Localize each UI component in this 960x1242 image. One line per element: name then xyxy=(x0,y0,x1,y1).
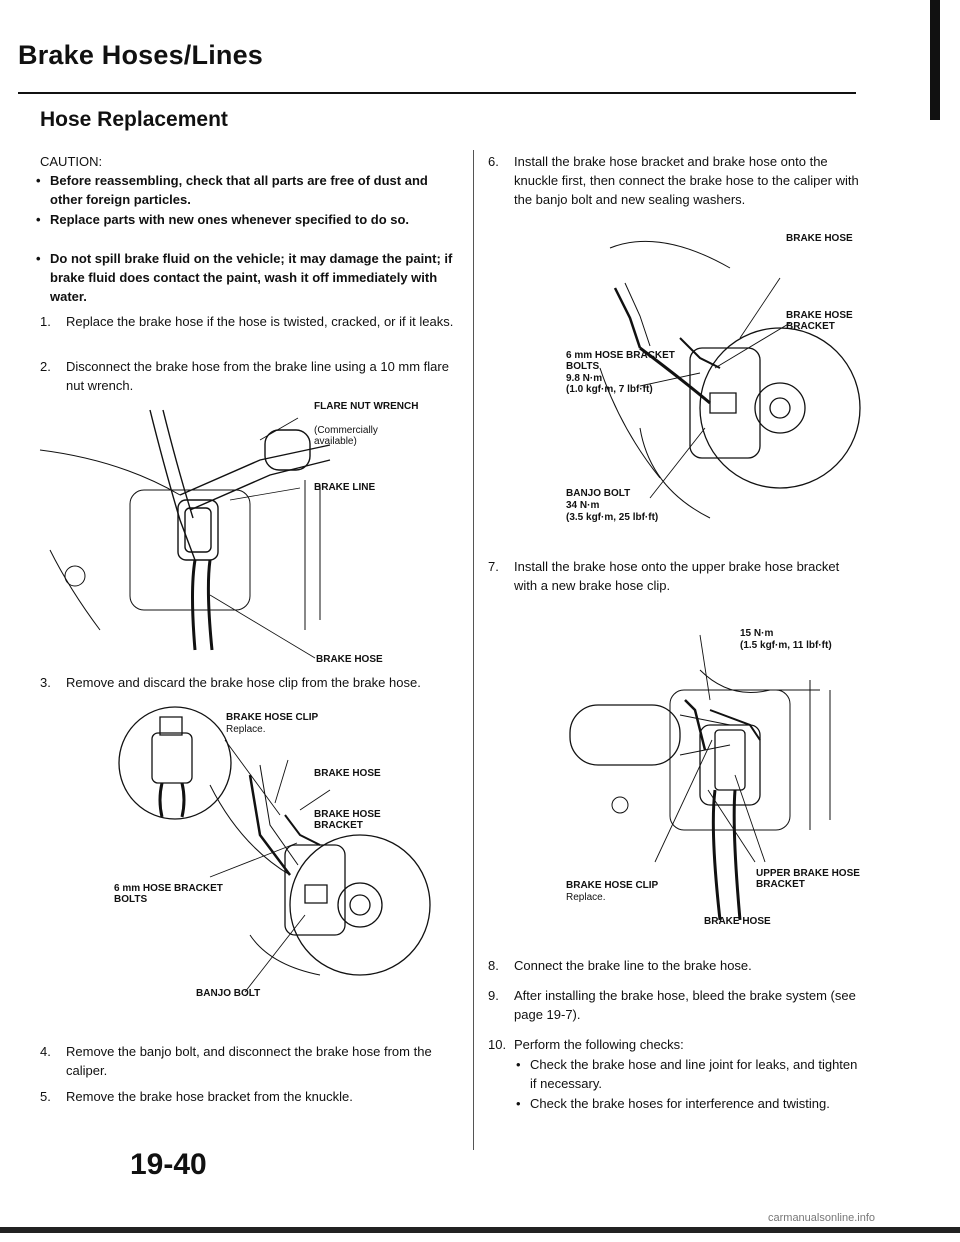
step-number: 5. xyxy=(40,1089,51,1104)
check-item-text: Check the brake hose and line joint for … xyxy=(530,1057,858,1091)
label-bolts-torque: 9.8 N·m xyxy=(566,373,603,384)
caution-item: •Before reassembling, check that all par… xyxy=(36,173,428,207)
step-9: 9. After installing the brake hose, blee… xyxy=(488,986,860,1024)
step-text: Replace the brake hose if the hose is tw… xyxy=(66,314,454,329)
label-bolts-torque-alt: (1.0 kgf·m, 7 lbf·ft) xyxy=(566,384,653,395)
figure-flare-nut-wrench xyxy=(30,400,470,650)
label-brake-hose: BRAKE HOSE xyxy=(316,654,383,665)
caution-item-text: Do not spill brake fluid on the vehicle;… xyxy=(50,251,453,304)
step-text: Connect the brake line to the brake hose… xyxy=(514,958,752,973)
label-banjo-torque-alt: (3.5 kgf·m, 25 lbf·ft) xyxy=(566,512,659,523)
step-text: Install the brake hose onto the upper br… xyxy=(514,559,840,593)
label-replace: Replace. xyxy=(226,724,266,735)
step-5: 5. Remove the brake hose bracket from th… xyxy=(40,1087,456,1106)
step-4: 4. Remove the banjo bolt, and disconnect… xyxy=(40,1042,456,1080)
figure-hose-clip-removal xyxy=(100,705,450,1005)
step-3: 3. Remove and discard the brake hose cli… xyxy=(40,673,456,692)
section-title: Hose Replacement xyxy=(40,108,228,131)
step-1: 1. Replace the brake hose if the hose is… xyxy=(40,312,456,331)
step-text: Remove the brake hose bracket from the k… xyxy=(66,1089,353,1104)
label-banjo-torque: 34 N·m xyxy=(566,500,600,511)
step-number: 2. xyxy=(40,359,51,374)
step-text: Remove and discard the brake hose clip f… xyxy=(66,675,421,690)
label-brake-hose-clip: BRAKE HOSE CLIP xyxy=(226,712,319,723)
label-brake-hose-bracket: BRAKE HOSE BRACKET xyxy=(314,809,381,831)
step-number: 8. xyxy=(488,958,499,973)
step-number: 4. xyxy=(40,1044,51,1059)
label-brake-hose-clip: BRAKE HOSE CLIP xyxy=(566,880,659,891)
label-brake-hose: BRAKE HOSE xyxy=(704,916,771,927)
label-hose-bracket-bolts: 6 mm HOSE BRACKET BOLTS xyxy=(114,883,223,905)
caution-item-text: Replace parts with new ones whenever spe… xyxy=(50,212,410,227)
caution-item: •Do not spill brake fluid on the vehicle… xyxy=(36,251,453,304)
step-number: 9. xyxy=(488,988,499,1003)
caution-item-text: Before reassembling, check that all part… xyxy=(50,173,428,207)
step-text: After installing the brake hose, bleed t… xyxy=(514,988,856,1022)
step-7: 7. Install the brake hose onto the upper… xyxy=(488,557,860,595)
bottom-rule xyxy=(0,1227,960,1233)
step-10: 10. Perform the following checks: xyxy=(488,1035,860,1054)
label-brake-hose: BRAKE HOSE xyxy=(314,768,381,779)
page-tab-marker xyxy=(930,0,940,120)
check-item: •Check the brake hose and line joint for… xyxy=(516,1057,858,1091)
step-number: 3. xyxy=(40,675,51,690)
step-6: 6. Install the brake hose bracket and br… xyxy=(488,152,860,209)
caution-item: •Replace parts with new ones whenever sp… xyxy=(36,212,410,227)
label-torque-alt: (1.5 kgf·m, 11 lbf·ft) xyxy=(740,640,832,651)
label-upper-bracket: UPPER BRAKE HOSE BRACKET xyxy=(756,868,860,890)
label-commercially-available: (Commercially available) xyxy=(314,425,378,447)
label-brake-hose: BRAKE HOSE xyxy=(786,233,853,244)
label-banjo-bolt: BANJO BOLT xyxy=(566,488,631,499)
label-brake-line: BRAKE LINE xyxy=(314,482,376,493)
check-item-text: Check the brake hoses for interference a… xyxy=(530,1096,830,1111)
label-banjo-bolt: BANJO BOLT xyxy=(196,988,261,999)
page-title: Brake Hoses/Lines xyxy=(18,40,264,70)
label-replace: Replace. xyxy=(566,892,606,903)
label-flare-nut-wrench: FLARE NUT WRENCH xyxy=(314,401,419,412)
column-divider xyxy=(473,150,474,1150)
step-text: Disconnect the brake hose from the brake… xyxy=(66,359,449,393)
step-number: 6. xyxy=(488,154,499,169)
title-rule xyxy=(18,92,856,94)
step-text: Install the brake hose bracket and brake… xyxy=(514,154,859,207)
figure-bracket-install xyxy=(580,228,870,538)
step-text: Remove the banjo bolt, and disconnect th… xyxy=(66,1044,432,1078)
figure-clip-install xyxy=(560,630,860,920)
step-8: 8. Connect the brake line to the brake h… xyxy=(488,956,860,975)
label-torque: 15 N·m xyxy=(740,628,774,639)
step-text: Perform the following checks: xyxy=(514,1037,684,1052)
caution-heading: CAUTION: xyxy=(40,154,103,169)
step-number: 1. xyxy=(40,314,51,329)
step-2: 2. Disconnect the brake hose from the br… xyxy=(40,357,456,395)
step-number: 7. xyxy=(488,559,499,574)
check-item: •Check the brake hoses for interference … xyxy=(516,1096,830,1111)
page-number: 19-40 xyxy=(130,1148,207,1181)
label-brake-hose-bracket: BRAKE HOSE BRACKET xyxy=(786,310,853,332)
label-hose-bracket-bolts: 6 mm HOSE BRACKET BOLTS xyxy=(566,350,675,372)
watermark: carmanualsonline.info xyxy=(768,1212,876,1224)
step-number: 10. xyxy=(488,1037,507,1052)
